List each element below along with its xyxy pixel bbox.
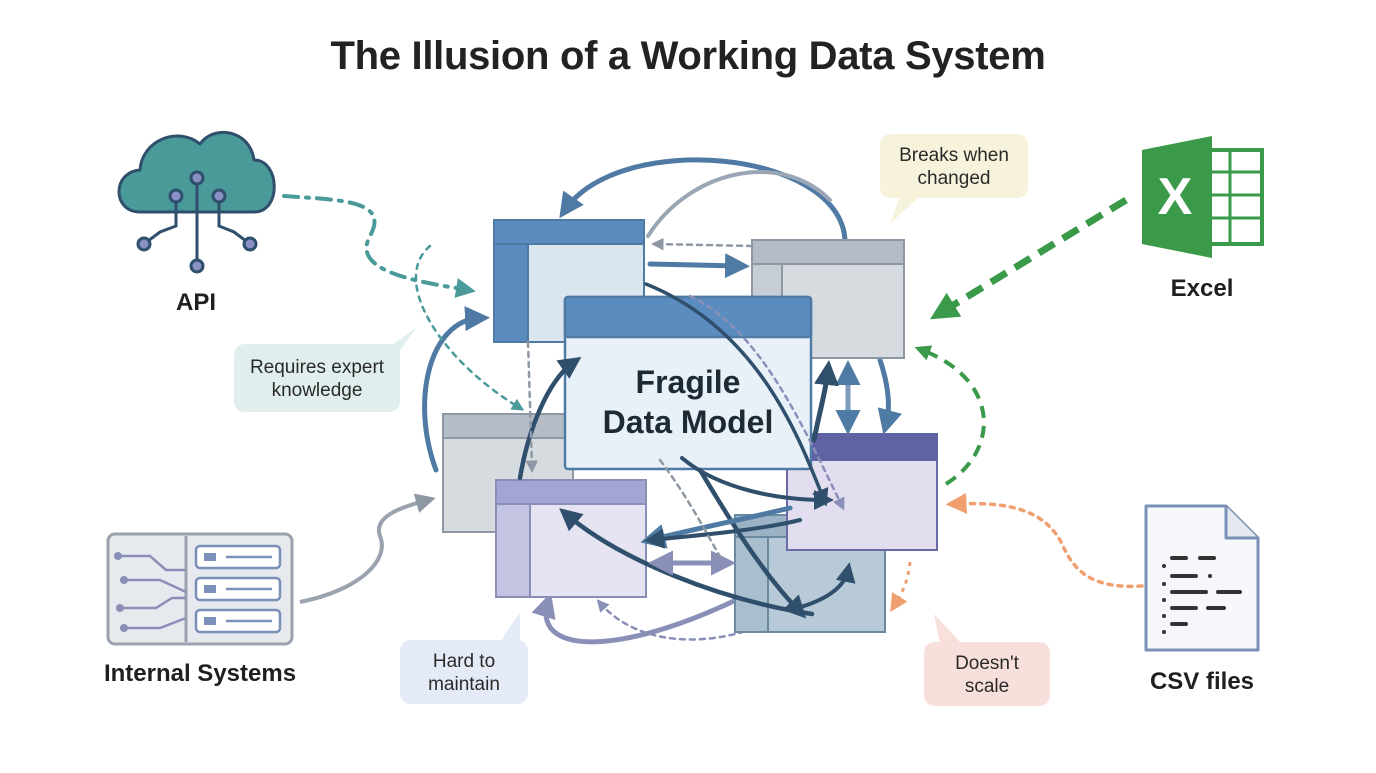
bubble-breaks-when-changed: Breaks when changed — [899, 145, 1009, 189]
csv-arrow — [890, 492, 1144, 613]
svg-text:X: X — [1158, 168, 1193, 226]
data-window-4 — [495, 479, 647, 598]
bubble-doesnt-scale: Doesn't scale — [955, 653, 1019, 697]
excel-icon: X — [1142, 136, 1264, 258]
csv-label: CSV files — [1149, 668, 1255, 695]
bubble-scale-shape — [924, 614, 1050, 706]
bubble-hard-to-maintain: Hard to maintain — [428, 651, 500, 695]
internal-arrow — [299, 493, 436, 604]
csv-file-icon — [1144, 504, 1260, 652]
excel-arrow — [914, 197, 1128, 486]
bubble-requires-expert: Requires expert knowledge — [249, 357, 385, 401]
server-icon — [106, 532, 294, 646]
api-label: API — [175, 289, 216, 316]
excel-label: Excel — [1170, 275, 1234, 302]
internal-systems-label: Internal Systems — [103, 660, 297, 687]
bubble-expert-shape — [234, 328, 416, 412]
bubble-maintain-shape — [400, 612, 528, 704]
core-window — [563, 295, 813, 471]
api-arrow — [282, 194, 476, 298]
core-label: Fragile Data Model — [602, 364, 774, 440]
diagram-title: The Illusion of a Working Data System — [330, 34, 1046, 78]
bubble-breaks-shape — [880, 134, 1028, 224]
tangle-front-arrows — [517, 237, 861, 619]
cloud-network-icon — [117, 130, 276, 274]
